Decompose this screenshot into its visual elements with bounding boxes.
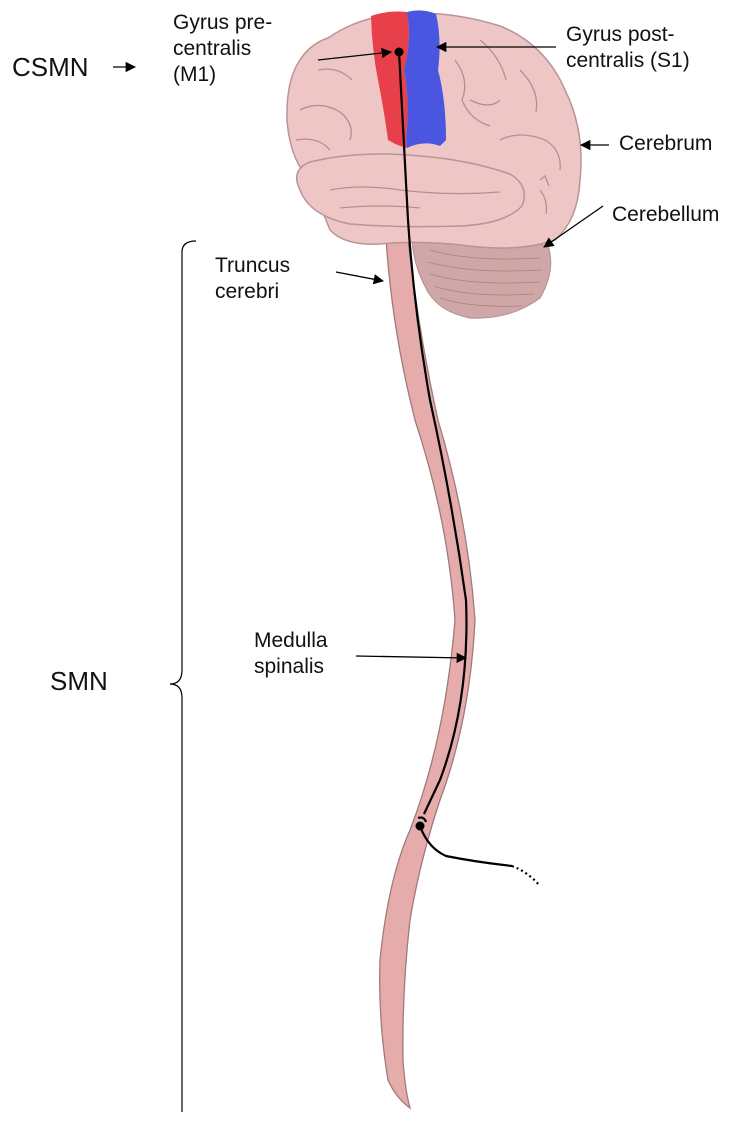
lower-motor-neuron-axon bbox=[420, 826, 512, 866]
cerebrum-label: Cerebrum bbox=[619, 131, 712, 157]
medulla-label-line-2: spinalis bbox=[254, 654, 328, 680]
truncus-label: Truncus cerebri bbox=[215, 253, 290, 305]
precentral-label-line-3: (M1) bbox=[173, 62, 272, 88]
cerebellum-label: Cerebellum bbox=[612, 202, 719, 228]
csmn-label: CSMN bbox=[12, 52, 89, 82]
postcentral-label-line-1: Gyrus post- bbox=[566, 22, 690, 48]
truncus-label-line-2: cerebri bbox=[215, 279, 290, 305]
truncus-label-line-1: Truncus bbox=[215, 253, 290, 279]
postcentral-label: Gyrus post- centralis (S1) bbox=[566, 22, 690, 74]
truncus-arrow bbox=[336, 272, 383, 281]
smn-label: SMN bbox=[50, 666, 108, 696]
postcentral-label-line-2: centralis (S1) bbox=[566, 48, 690, 74]
medulla-arrow bbox=[356, 656, 466, 658]
precentral-label-line-1: Gyrus pre- bbox=[173, 10, 272, 36]
medulla-label: Medulla spinalis bbox=[254, 628, 328, 680]
medulla-label-line-1: Medulla bbox=[254, 628, 328, 654]
precentral-label-line-2: centralis bbox=[173, 36, 272, 62]
precentral-label: Gyrus pre- centralis (M1) bbox=[173, 10, 272, 88]
lower-motor-neuron-continuation bbox=[512, 866, 540, 886]
smn-brace bbox=[170, 241, 196, 1112]
spinal-cord bbox=[380, 238, 475, 1108]
